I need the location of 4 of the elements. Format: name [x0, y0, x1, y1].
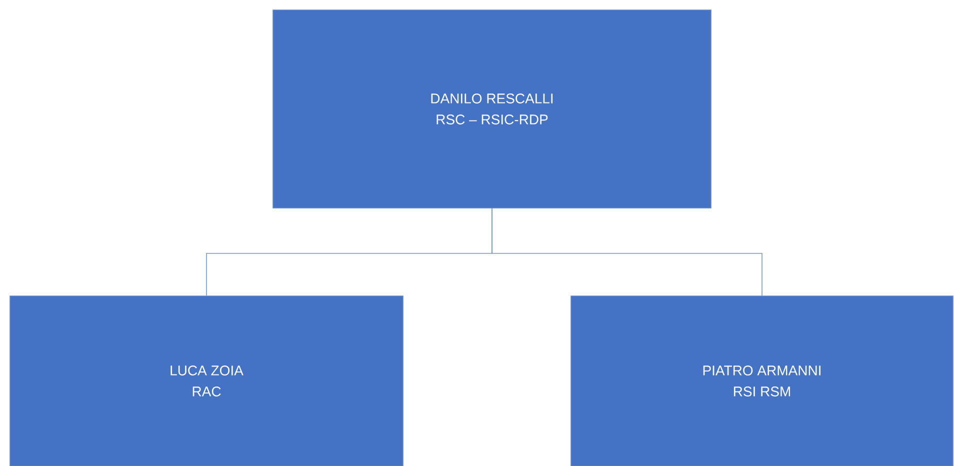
org-box: DANILO RESCALLI RSC – RSIC-RDP [272, 10, 712, 208]
org-box: PIATRO ARMANNI RSI RSM [570, 296, 954, 466]
connector-line [492, 208, 762, 296]
org-box: LUCA ZOIA RAC [10, 296, 404, 466]
